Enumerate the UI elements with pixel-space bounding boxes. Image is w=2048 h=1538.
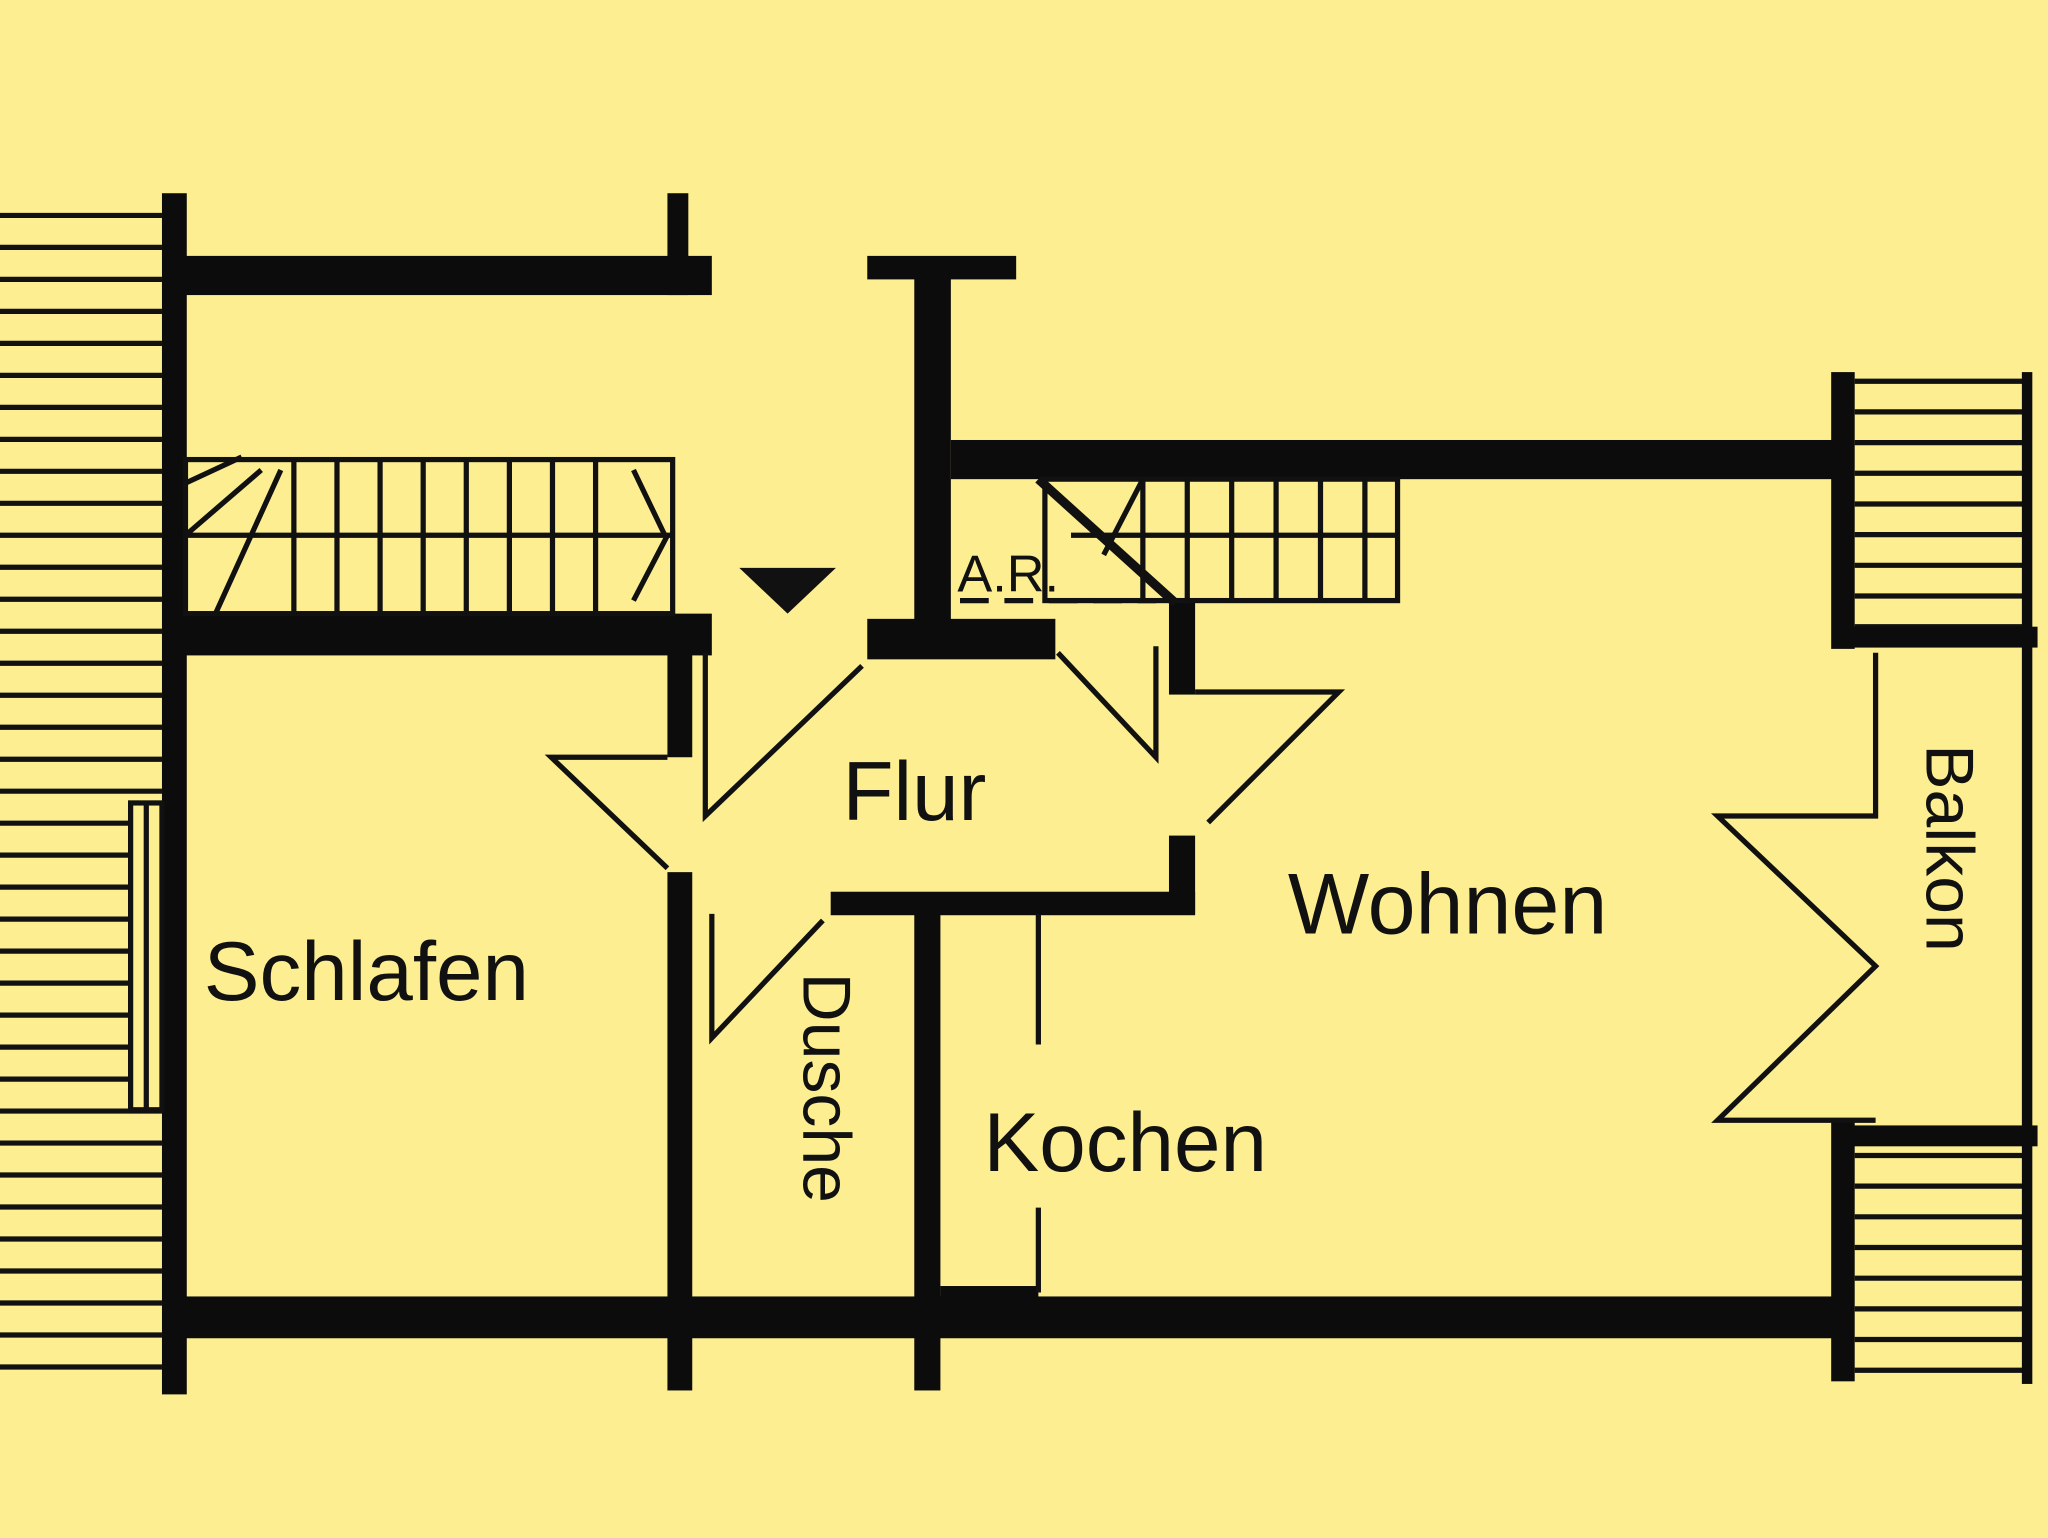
doors <box>544 646 1880 1293</box>
room-label-balkon: Balkon <box>1912 744 1987 952</box>
right-balcony-hatching <box>1854 378 2025 1373</box>
room-label-dusche: Dusche <box>788 973 863 1203</box>
staircase-left <box>182 454 676 617</box>
room-label-abstellraum: A.R. <box>957 545 1059 603</box>
window-left <box>128 800 165 1113</box>
entrance-arrow-icon <box>739 567 836 614</box>
room-label-wohnen: Wohnen <box>1288 857 1607 953</box>
room-label-schlafen: Schlafen <box>204 924 529 1018</box>
room-label-kochen: Kochen <box>984 1095 1267 1189</box>
room-label-flur: Flur <box>842 744 986 838</box>
staircase-right <box>959 475 1401 607</box>
walls <box>161 193 2038 1395</box>
